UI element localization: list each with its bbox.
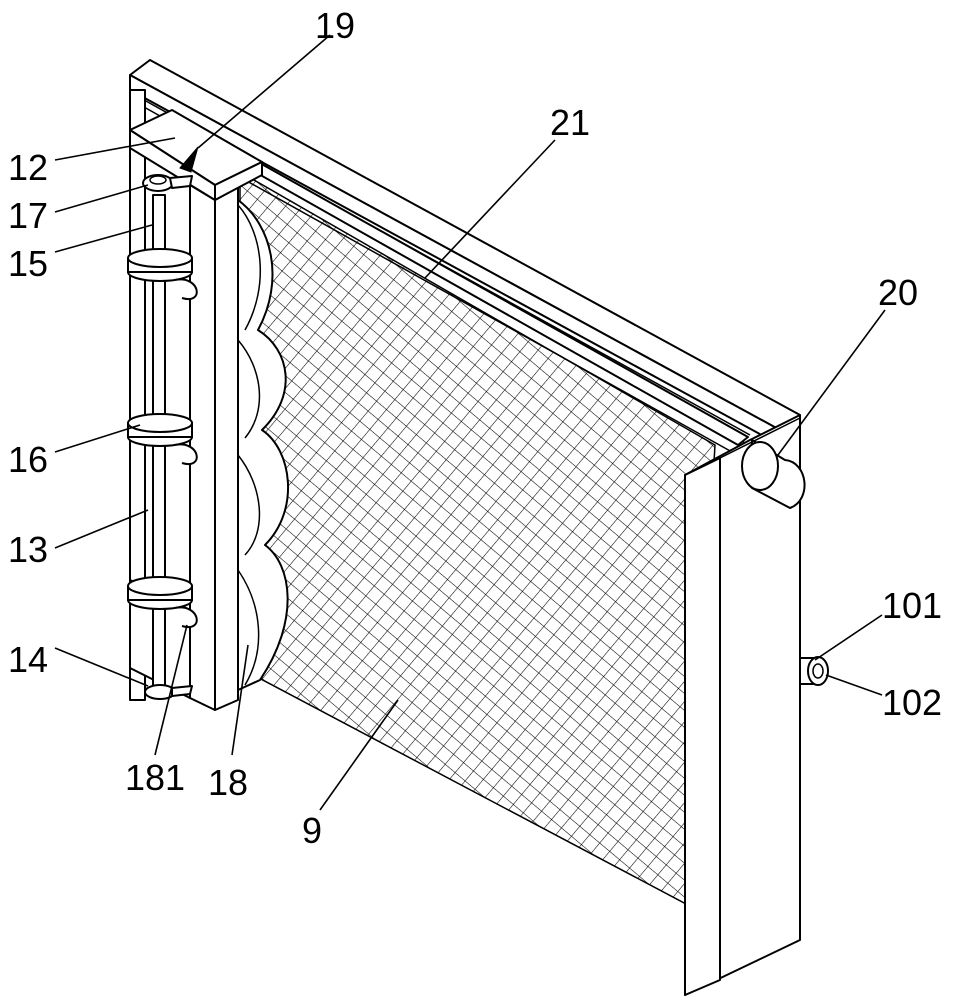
label-101: 101	[882, 585, 942, 626]
label-181: 181	[125, 757, 185, 798]
reference-numerals: 12 17 15 16 13 14 181 18 19 21 9 20 101 …	[8, 5, 942, 851]
pointer-arrow	[179, 146, 199, 173]
label-102: 102	[882, 682, 942, 723]
label-17: 17	[8, 195, 48, 236]
label-21: 21	[550, 102, 590, 143]
label-14: 14	[8, 639, 48, 680]
label-19: 19	[315, 5, 355, 46]
label-18: 18	[208, 762, 248, 803]
top-block	[129, 109, 263, 201]
label-16: 16	[8, 439, 48, 480]
label-15: 15	[8, 243, 48, 284]
pulley-middle	[127, 413, 198, 466]
label-9: 9	[302, 810, 322, 851]
label-13: 13	[8, 529, 48, 570]
top-gear	[142, 174, 193, 192]
left-side-post	[129, 184, 239, 711]
side-fitting	[799, 656, 829, 686]
pulley-upper	[127, 248, 198, 301]
motor	[741, 439, 806, 509]
label-20: 20	[878, 272, 918, 313]
bottom-bearing	[144, 684, 193, 700]
label-12: 12	[8, 147, 48, 188]
pulley-lower	[127, 576, 198, 629]
leader-lines	[54, 34, 886, 811]
folded-curtain	[237, 199, 290, 691]
